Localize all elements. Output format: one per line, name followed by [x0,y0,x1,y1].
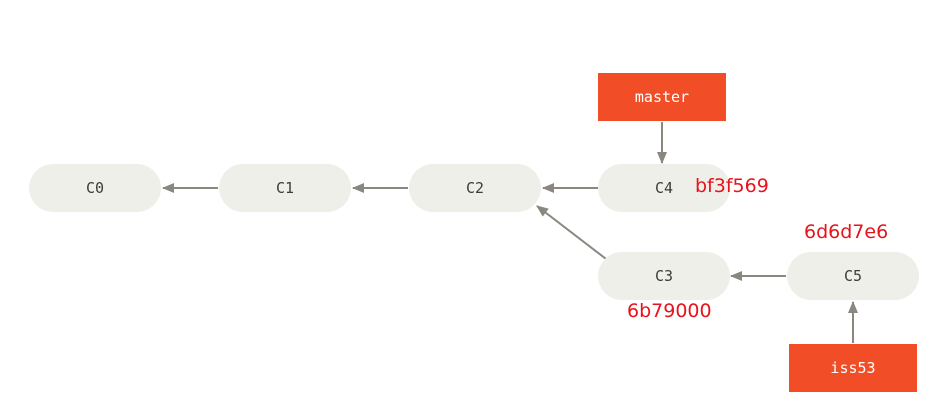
branch-master: master [598,73,726,121]
commit-label: C1 [275,179,295,197]
commit-label: C5 [843,267,863,285]
hash-c3: 6b79000 [627,300,712,322]
branch-iss53: iss53 [789,344,917,392]
hash-c5: 6d6d7e6 [804,221,889,243]
commit-label: C3 [654,267,674,285]
commit-label: C0 [85,179,105,197]
commit-c4: C4 [598,164,730,212]
commit-c3: C3 [598,252,730,300]
commit-c5: C5 [787,252,919,300]
commit-label: C4 [654,179,674,197]
commit-label: C2 [465,179,485,197]
commit-c0: C0 [29,164,161,212]
branch-label: master [634,88,690,106]
edge-c3-to-c2 [536,205,611,263]
hash-c4: bf3f569 [695,175,769,197]
commit-c2: C2 [409,164,541,212]
commit-c1: C1 [219,164,351,212]
branch-label: iss53 [830,359,876,377]
